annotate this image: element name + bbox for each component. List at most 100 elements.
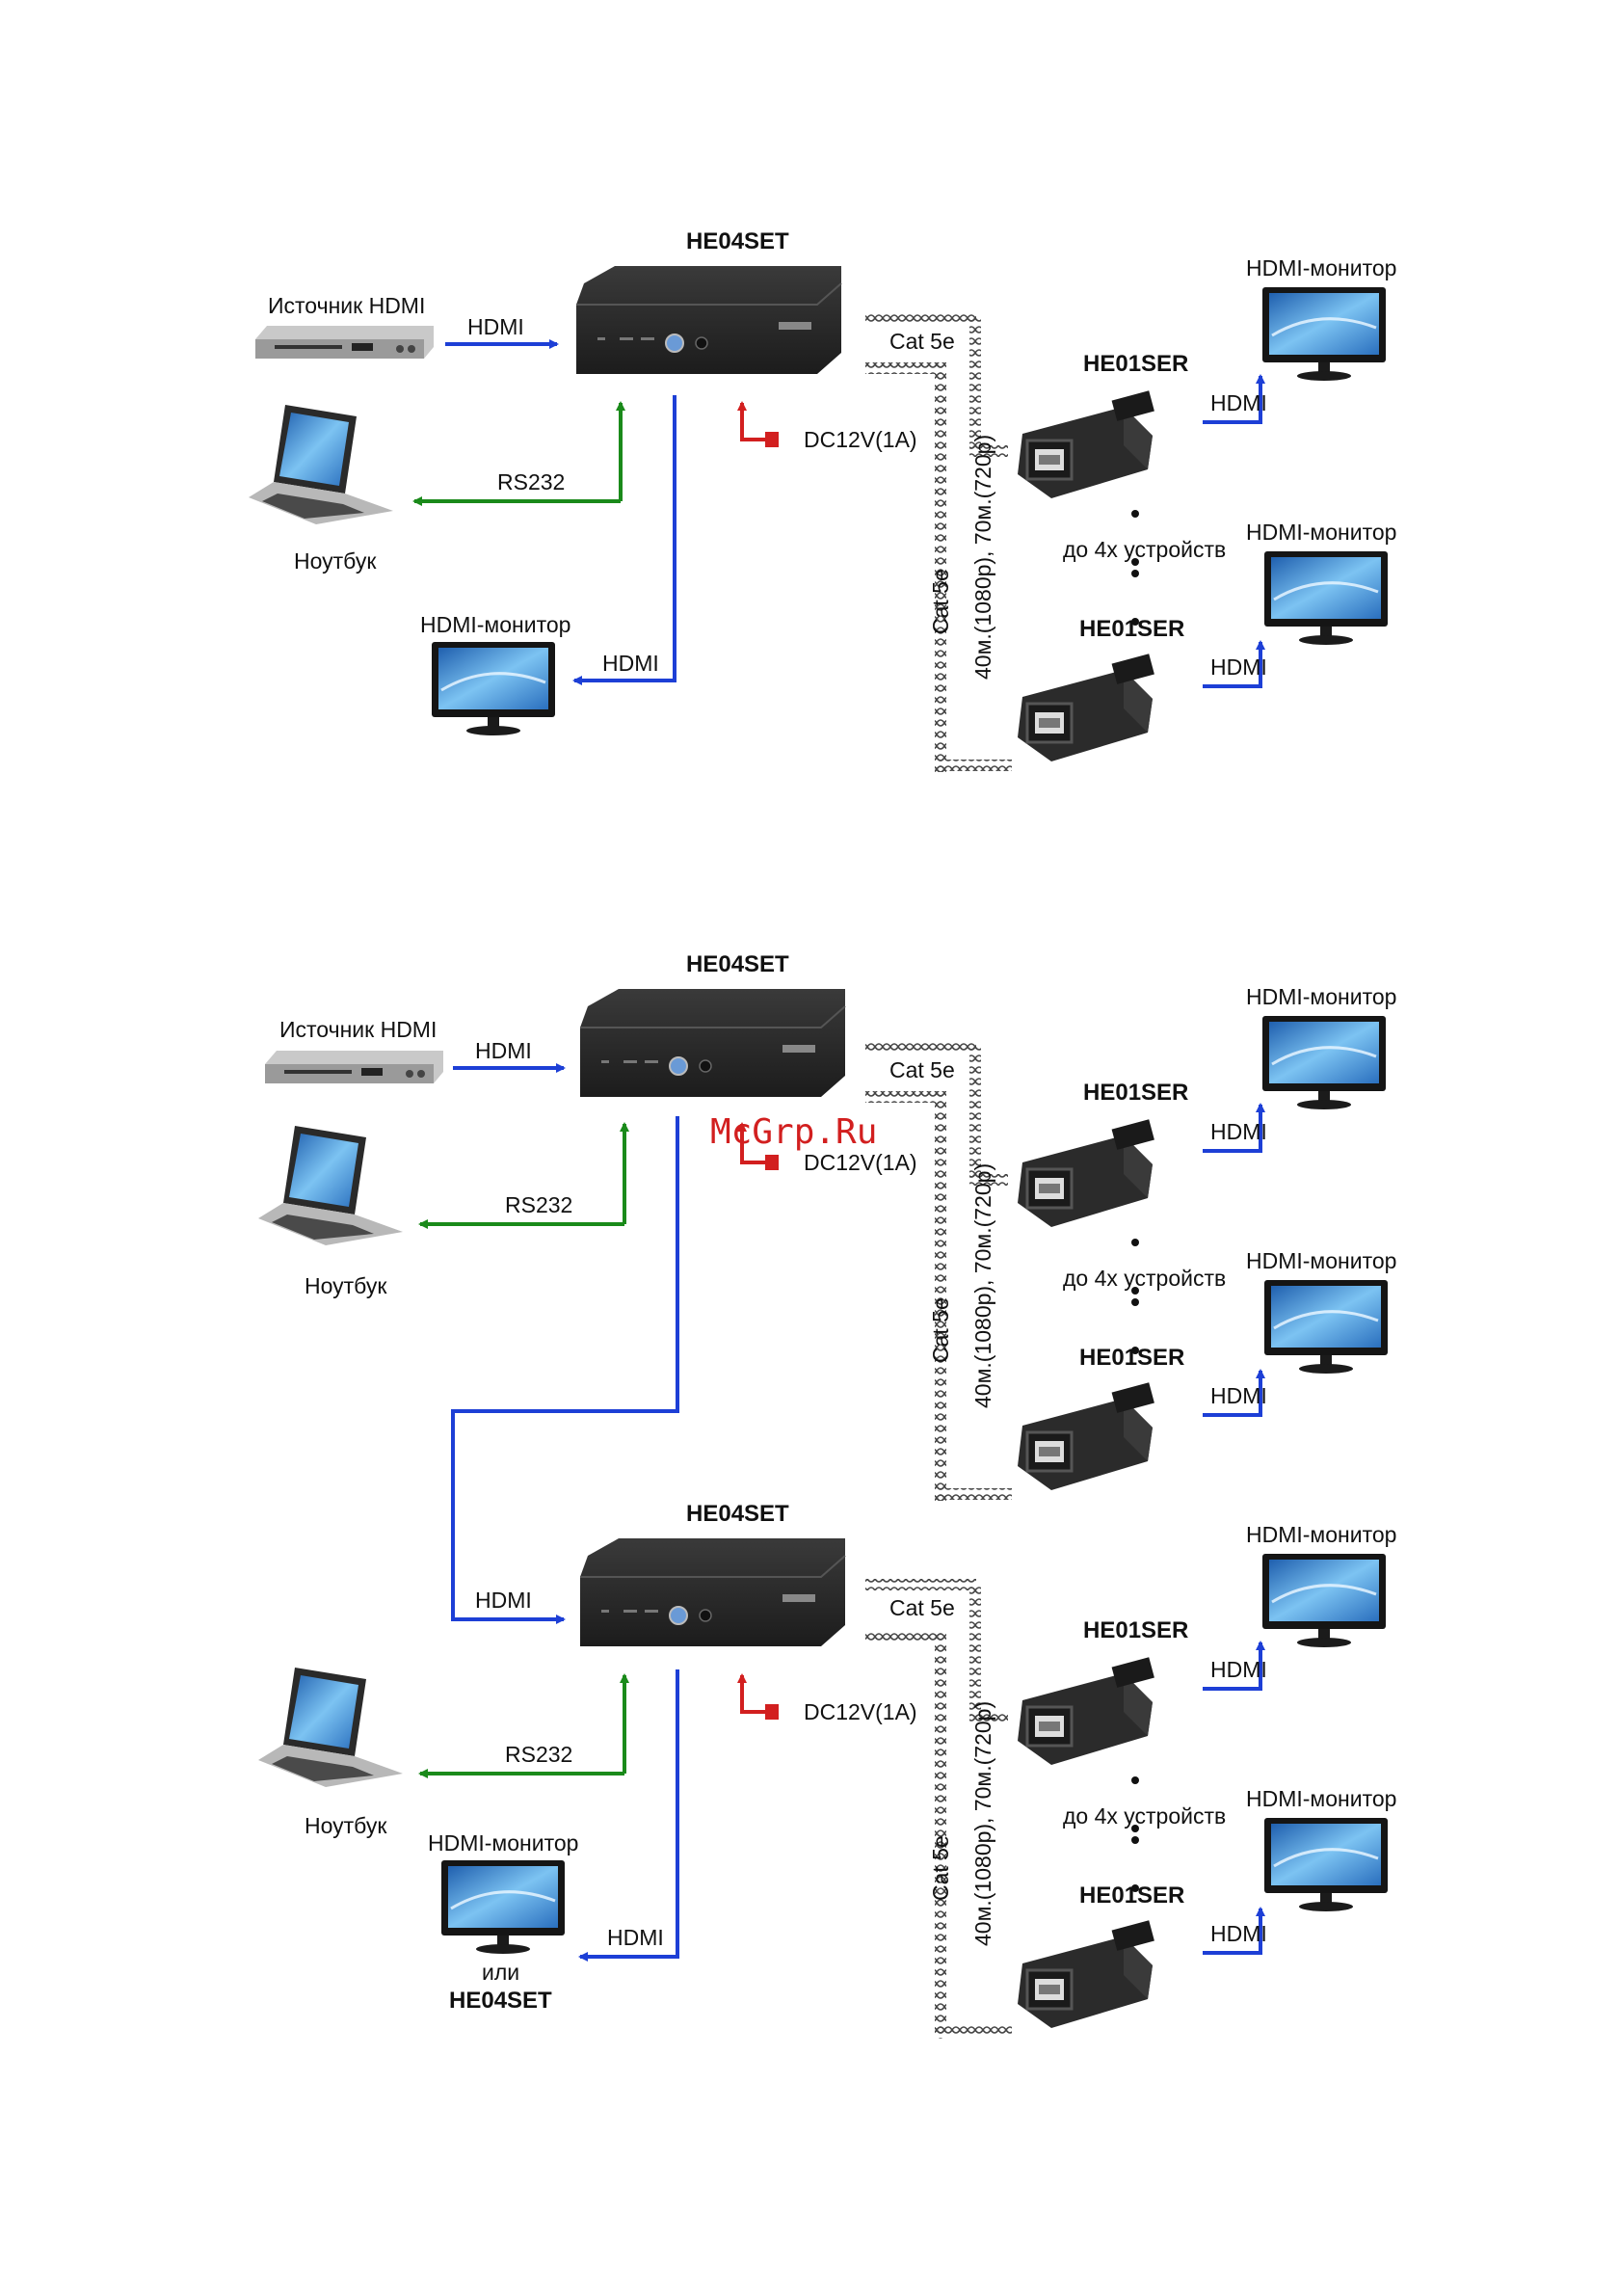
he04set-alt-label: HE04SET [449,1988,552,2014]
cat5e-cable-bottom [865,1091,942,1103]
power-plug-icon [765,1155,779,1170]
hdmi-loop-arrow-1 [572,395,676,685]
power-arrow-2 [737,1122,765,1164]
he01ser-device-1 [1016,1655,1156,1767]
laptop-2 [258,1126,403,1245]
monitor-label-1: HDMI-монитор [1246,255,1396,280]
power-arrow-1 [737,401,765,441]
cat5e-cable-bottom-vertical [935,1091,946,1501]
he01ser-title-1: HE01SER [1083,1080,1188,1106]
monitor-1 [1260,1014,1388,1111]
cat5e-cable-top-vertical [969,1585,981,1718]
cat5e-cable-bottom-vertical [935,362,946,772]
cat5e-vertical-label: Cat 5e [928,569,953,634]
he01ser-title-1: HE01SER [1083,1617,1188,1643]
cat5e-cable-top-end [969,1712,1008,1723]
monitor-label-2: HDMI-монитор [1246,520,1396,545]
distance-label: 40м.(1080р), 70м.(720р) [970,1163,995,1408]
cat5e-label: Cat 5e [889,1595,955,1620]
hdmi-label-loop-1: HDMI [602,651,659,676]
monitor-label-1: HDMI-монитор [1246,984,1396,1009]
rs232-label-2: RS232 [505,1192,572,1217]
cat5e-cable-bottom-end [935,760,1012,771]
hdmi-label-loop-2: HDMI [607,1925,664,1950]
laptop-3 [258,1668,403,1787]
monitor-label-loop-1: HDMI-монитор [420,612,570,637]
monitor-2 [1262,1278,1390,1375]
cat5e-cable-bottom [865,362,942,374]
distance-label: 40м.(1080р), 70м.(720р) [970,435,995,680]
monitor-loop-2 [439,1858,567,1956]
monitor-1 [1260,1552,1388,1649]
monitor-label-2: HDMI-монитор [1246,1786,1396,1811]
hdmi-label-out-1: HDMI [1210,1119,1267,1144]
ellipsis-dot [1131,1287,1139,1295]
ellipsis-dot [1131,1298,1139,1306]
monitor-loop-1 [430,640,557,737]
he01ser-device-2 [1016,652,1156,763]
he04set-title-1: HE04SET [686,228,789,254]
he04set-device-1 [575,265,842,375]
cat5e-cable-top-vertical [969,318,981,451]
power-label-3: DC12V(1A) [804,1699,917,1724]
hdmi-label-out-2: HDMI [1210,1383,1267,1408]
power-label-2: DC12V(1A) [804,1150,917,1175]
cat5e-cable-bottom-end [935,2026,1012,2038]
power-label-1: DC12V(1A) [804,427,917,452]
hdmi-out-arrow-2 [1203,640,1265,688]
hdmi-label-in-1: HDMI [467,314,524,339]
monitor-2 [1262,549,1390,647]
hdmi-out-arrow-2 [1203,1369,1265,1417]
rs232-label-3: RS232 [505,1742,572,1767]
hdmi-label-out-1: HDMI [1210,390,1267,415]
laptop-label-1: Ноутбук [294,548,377,574]
device-count-label: до 4х устройств [1063,1266,1226,1291]
he04set-device-3 [579,1537,846,1647]
cat5e-cable-top [865,312,976,324]
hdmi-out-arrow-1 [1203,1103,1265,1153]
hdmi-source-label-1: Источник HDMI [268,293,425,318]
he01ser-title-1: HE01SER [1083,351,1188,377]
power-arrow-3 [737,1673,765,1714]
monitor-label-loop-2: HDMI-монитор [428,1830,578,1855]
hdmi-label-out-2: HDMI [1210,1921,1267,1946]
laptop-label-3: Ноутбук [305,1813,387,1838]
he01ser-device-2 [1016,1380,1156,1492]
power-plug-icon [765,1704,779,1720]
watermark: McGrp.Ru [710,1112,877,1152]
cat5e-cable-top-end [969,445,1008,457]
device-count-label: до 4х устройств [1063,537,1226,562]
ellipsis-dot [1131,510,1139,518]
device-count-label: до 4х устройств [1063,1803,1226,1829]
hdmi-source-device-1 [255,326,434,359]
he04set-device-2 [579,988,846,1098]
cat5e-cable-top [865,1579,976,1590]
cat5e-vertical-label: Cat 5e [928,1835,953,1901]
monitor-2 [1262,1816,1390,1913]
hdmi-label-chain: HDMI [475,1588,532,1613]
monitor-label-2: HDMI-монитор [1246,1248,1396,1273]
cat5e-cable-top-end [969,1174,1008,1186]
ellipsis-dot [1131,1347,1139,1354]
hdmi-out-arrow-1 [1203,1641,1265,1691]
rs232-label-1: RS232 [497,469,565,494]
cat5e-label: Cat 5e [889,1057,955,1082]
cat5e-cable-top [865,1041,976,1053]
cat5e-cable-bottom-end [935,1488,1012,1500]
ellipsis-dot [1131,618,1139,626]
he04set-title-3: HE04SET [686,1501,789,1527]
he01ser-device-1 [1016,388,1156,500]
monitor-1 [1260,285,1388,383]
hdmi-out-arrow-1 [1203,374,1265,424]
hdmi-loop-arrow-2 [578,1669,679,1962]
he04set-title-2: HE04SET [686,951,789,977]
power-plug-icon [765,432,779,447]
ellipsis-dot [1131,1239,1139,1246]
he01ser-device-2 [1016,1918,1156,2030]
hdmi-source-label-2: Источник HDMI [279,1017,437,1042]
or-label: или [482,1960,519,1985]
hdmi-label-out-1: HDMI [1210,1657,1267,1682]
hdmi-chain-arrow [451,1116,679,1624]
laptop-label-2: Ноутбук [305,1273,387,1298]
